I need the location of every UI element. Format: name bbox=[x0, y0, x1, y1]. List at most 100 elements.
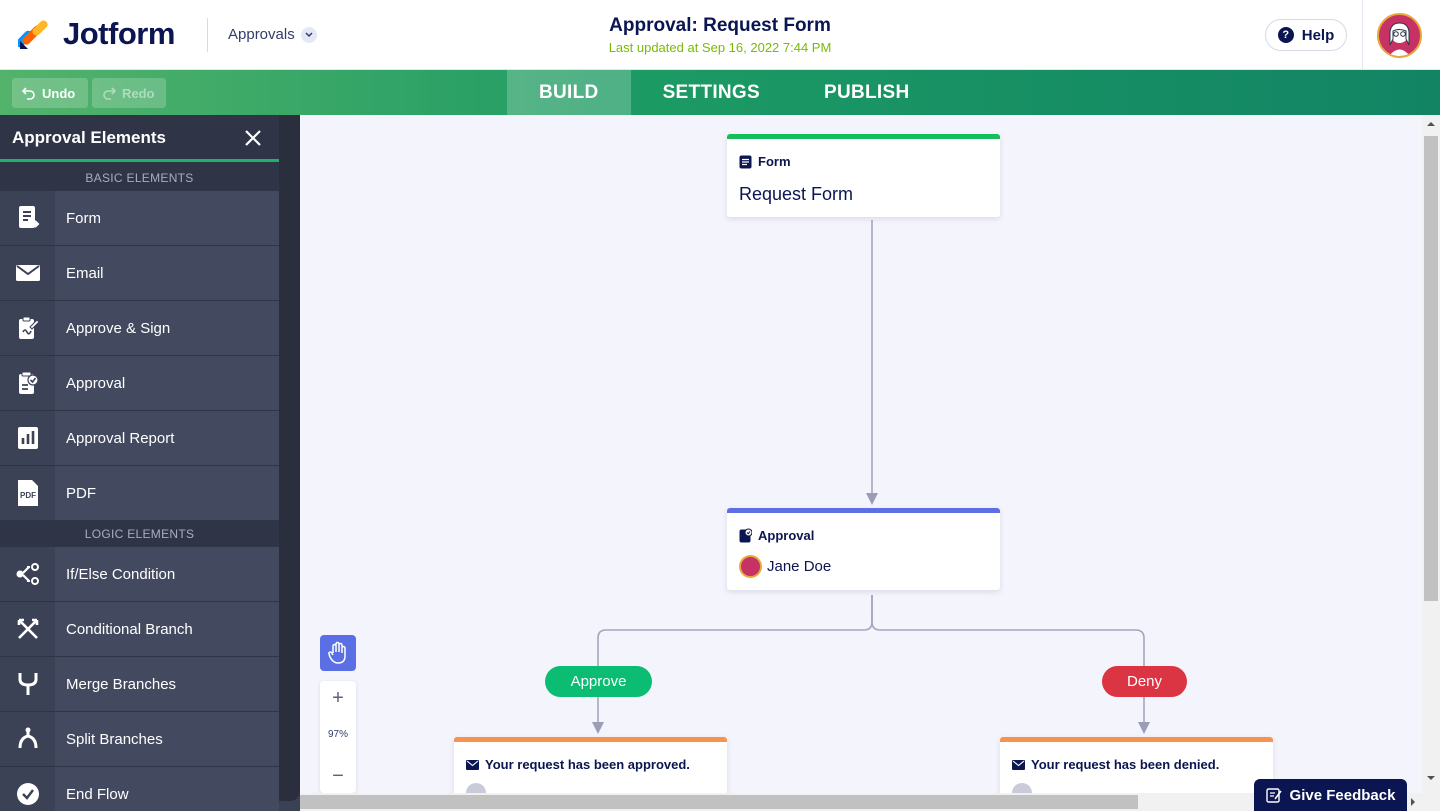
node-accent-bar bbox=[727, 134, 1000, 139]
node-type-label: Approval bbox=[758, 528, 815, 543]
pdf-icon-text: PDF bbox=[20, 491, 36, 500]
element-label: If/Else Condition bbox=[66, 565, 176, 583]
element-pdf[interactable]: PDF PDF bbox=[0, 466, 279, 521]
approved-email-node[interactable]: Your request has been approved. bbox=[454, 737, 727, 793]
element-label: Approval bbox=[66, 374, 126, 392]
tab-settings[interactable]: SETTINGS bbox=[662, 81, 760, 103]
zoom-out-button[interactable]: − bbox=[332, 764, 344, 787]
form-node[interactable]: Form Request Form bbox=[727, 134, 1000, 217]
approval-elements-panel: Approval Elements BASIC ELEMENTS Form Em… bbox=[0, 115, 279, 811]
element-split-branches[interactable]: Split Branches bbox=[0, 712, 279, 767]
title-block: Approval: Request Form Last updated at S… bbox=[0, 15, 1440, 55]
conditional-branch-icon bbox=[0, 602, 55, 656]
panel-header: Approval Elements bbox=[0, 115, 279, 162]
email-icon bbox=[1012, 759, 1025, 770]
feedback-icon bbox=[1265, 788, 1282, 803]
zoom-in-button[interactable]: + bbox=[332, 686, 344, 709]
node-type-label: Form bbox=[758, 154, 791, 169]
flow-connectors bbox=[592, 220, 1150, 734]
jotform-logo-icon[interactable] bbox=[18, 19, 50, 51]
approval-icon bbox=[739, 528, 752, 543]
section-label-basic: BASIC ELEMENTS bbox=[0, 165, 279, 191]
avatar[interactable] bbox=[1377, 13, 1422, 58]
node-type: Form bbox=[739, 154, 791, 169]
close-icon[interactable] bbox=[242, 127, 264, 149]
approve-branch-pill[interactable]: Approve bbox=[545, 666, 652, 697]
denied-email-node[interactable]: Your request has been denied. bbox=[1000, 737, 1273, 793]
header-divider-right bbox=[1362, 0, 1363, 70]
element-approve-sign[interactable]: Approve & Sign bbox=[0, 301, 279, 356]
help-icon: ? bbox=[1277, 27, 1294, 43]
element-conditional-branch[interactable]: Conditional Branch bbox=[0, 602, 279, 657]
zoom-controls: + 97% − bbox=[320, 681, 356, 793]
flow-canvas[interactable]: Form Request Form Approval Jane Doe Appr… bbox=[300, 115, 1422, 793]
undo-label: Undo bbox=[42, 85, 76, 101]
feedback-label: Give Feedback bbox=[1289, 786, 1396, 804]
assignee-name: Jane Doe bbox=[767, 558, 832, 575]
element-email[interactable]: Email bbox=[0, 246, 279, 301]
if-else-icon bbox=[0, 547, 55, 601]
element-label: PDF bbox=[66, 484, 96, 502]
redo-button[interactable]: Redo bbox=[92, 78, 166, 108]
scroll-down-icon[interactable] bbox=[1426, 773, 1436, 783]
chevron-down-icon bbox=[300, 26, 317, 43]
builder-toolbar: Undo Redo BUILD SETTINGS PUBLISH bbox=[0, 70, 1440, 115]
email-subject: Your request has been approved. bbox=[485, 757, 690, 772]
app-switcher[interactable]: Approvals bbox=[228, 26, 317, 43]
canvas-horizontal-scroll-thumb[interactable] bbox=[300, 795, 1138, 809]
element-label: End Flow bbox=[66, 785, 129, 803]
element-approval-report[interactable]: Approval Report bbox=[0, 411, 279, 466]
node-subject: Your request has been approved. bbox=[466, 757, 690, 772]
panel-scrollbar-thumb[interactable] bbox=[279, 115, 300, 801]
assignee: Jane Doe bbox=[739, 555, 831, 578]
deny-branch-pill[interactable]: Deny bbox=[1102, 666, 1187, 697]
form-icon bbox=[0, 191, 55, 245]
scroll-right-icon[interactable] bbox=[1408, 797, 1418, 807]
redo-label: Redo bbox=[122, 85, 155, 101]
approval-icon bbox=[0, 356, 55, 410]
node-subject: Your request has been denied. bbox=[1012, 757, 1219, 772]
form-icon bbox=[739, 155, 752, 168]
node-type: Approval bbox=[739, 528, 814, 543]
pan-tool-button[interactable] bbox=[320, 635, 356, 671]
recipient-avatar bbox=[466, 783, 486, 793]
element-label: Form bbox=[66, 209, 101, 227]
email-icon bbox=[466, 759, 479, 770]
tab-build[interactable]: BUILD bbox=[507, 70, 631, 115]
top-header: Jotform Approvals Approval: Request Form… bbox=[0, 0, 1440, 70]
element-label: Split Branches bbox=[66, 730, 163, 748]
help-label: Help bbox=[1301, 26, 1335, 44]
element-form[interactable]: Form bbox=[0, 191, 279, 246]
report-icon bbox=[0, 411, 55, 465]
email-icon bbox=[0, 246, 55, 300]
panel-title: Approval Elements bbox=[12, 128, 166, 147]
element-label: Conditional Branch bbox=[66, 620, 193, 638]
zoom-level: 97% bbox=[327, 729, 348, 740]
help-button[interactable]: ? Help bbox=[1265, 19, 1347, 51]
give-feedback-button[interactable]: Give Feedback bbox=[1254, 779, 1407, 811]
app-switcher-label: Approvals bbox=[228, 26, 295, 43]
canvas-vertical-scroll-thumb[interactable] bbox=[1424, 136, 1438, 601]
logo-text[interactable]: Jotform bbox=[63, 16, 175, 51]
undo-button[interactable]: Undo bbox=[12, 78, 88, 108]
scroll-up-icon[interactable] bbox=[1426, 119, 1436, 129]
tab-publish[interactable]: PUBLISH bbox=[823, 81, 910, 103]
node-accent-bar bbox=[454, 737, 727, 742]
element-label: Approve & Sign bbox=[66, 319, 171, 337]
approval-node[interactable]: Approval Jane Doe bbox=[727, 508, 1000, 590]
element-if-else[interactable]: If/Else Condition bbox=[0, 547, 279, 602]
element-merge-branches[interactable]: Merge Branches bbox=[0, 657, 279, 712]
element-end-flow[interactable]: End Flow bbox=[0, 767, 279, 811]
node-accent-bar bbox=[727, 508, 1000, 513]
last-updated-text: Last updated at Sep 16, 2022 7:44 PM bbox=[608, 40, 832, 55]
section-label-logic: LOGIC ELEMENTS bbox=[0, 521, 279, 547]
element-label: Email bbox=[66, 264, 104, 282]
node-name: Request Form bbox=[739, 184, 854, 204]
header-divider bbox=[207, 18, 208, 52]
approve-sign-icon bbox=[0, 301, 55, 355]
element-label: Merge Branches bbox=[66, 675, 177, 693]
email-subject: Your request has been denied. bbox=[1031, 757, 1220, 772]
split-icon bbox=[0, 712, 55, 766]
element-approval[interactable]: Approval bbox=[0, 356, 279, 411]
hand-icon bbox=[328, 641, 346, 664]
